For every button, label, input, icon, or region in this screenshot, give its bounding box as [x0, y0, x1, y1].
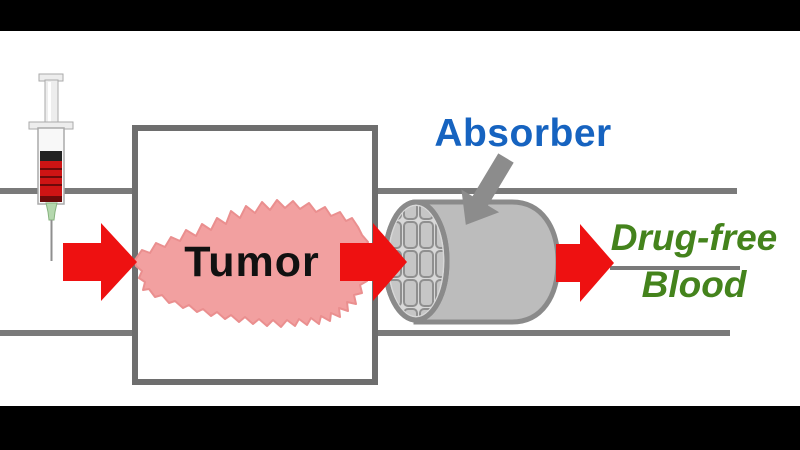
syringe-neck	[40, 196, 62, 202]
vessel-top-left	[0, 188, 136, 194]
tumor-blob	[134, 199, 371, 328]
syringe-rod-highlight	[48, 82, 51, 122]
flow-arrows	[63, 223, 614, 302]
blood-vessel-line	[0, 188, 740, 336]
flow-arrow-icon	[63, 223, 137, 301]
absorber-label: Absorber	[434, 112, 612, 155]
vessel-bottom-right	[374, 330, 730, 336]
syringe-graduation	[40, 176, 62, 178]
syringe-icon	[28, 73, 74, 261]
drug-free-blood-label: Drug-free Blood	[594, 214, 794, 308]
tumor-label: Tumor	[184, 238, 320, 286]
pointer-arrow-icon	[461, 153, 514, 225]
flow-arrow-icon	[556, 224, 614, 302]
vessel-outlet-line	[610, 266, 740, 270]
drug-free-line: Drug-free	[610, 217, 778, 258]
syringe-needle-hub	[45, 202, 58, 221]
vessel-top-right	[374, 188, 737, 194]
syringe-plunger-rod	[44, 79, 59, 125]
syringe-graduation	[40, 184, 62, 186]
syringe-liquid	[40, 161, 62, 197]
blood-line: Blood	[641, 264, 747, 305]
vessel-bottom-left	[0, 330, 136, 336]
syringe-graduation	[40, 168, 62, 170]
syringe-seal	[40, 151, 62, 161]
flow-arrow-icon	[340, 223, 407, 301]
